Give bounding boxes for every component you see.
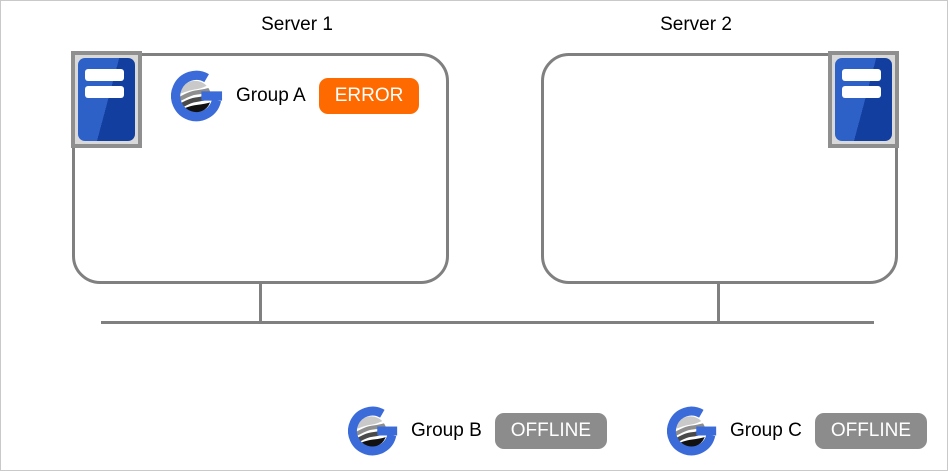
group-c-row: Group C OFFLINE (667, 403, 928, 459)
group-b-row: Group B OFFLINE (348, 403, 607, 459)
group-c-status-badge: OFFLINE (814, 413, 928, 449)
group-b-status-badge: OFFLINE (494, 413, 607, 449)
group-logo-icon (667, 406, 717, 456)
server2-connector-line (717, 282, 720, 323)
network-bus-line (101, 321, 874, 324)
server-tower-body (78, 58, 135, 141)
server1-connector-line (259, 282, 262, 323)
server-drive-slot (842, 86, 881, 98)
group-a-status-badge: ERROR (318, 78, 420, 114)
group-a-label: Group A (236, 85, 306, 106)
server-tower-body (835, 58, 892, 141)
group-logo-icon (348, 406, 398, 456)
server2-title: Server 2 (660, 14, 732, 35)
group-b-label: Group B (411, 420, 482, 441)
server-drive-slot (85, 69, 124, 81)
group-a-row: Group A ERROR (171, 68, 420, 124)
server-drive-slot (842, 69, 881, 81)
group-c-label: Group C (730, 420, 802, 441)
server-tower-icon (71, 51, 142, 148)
server1-title: Server 1 (261, 14, 333, 35)
group-logo-icon (171, 70, 223, 122)
server-tower-icon (828, 51, 899, 148)
server-drive-slot (85, 86, 124, 98)
